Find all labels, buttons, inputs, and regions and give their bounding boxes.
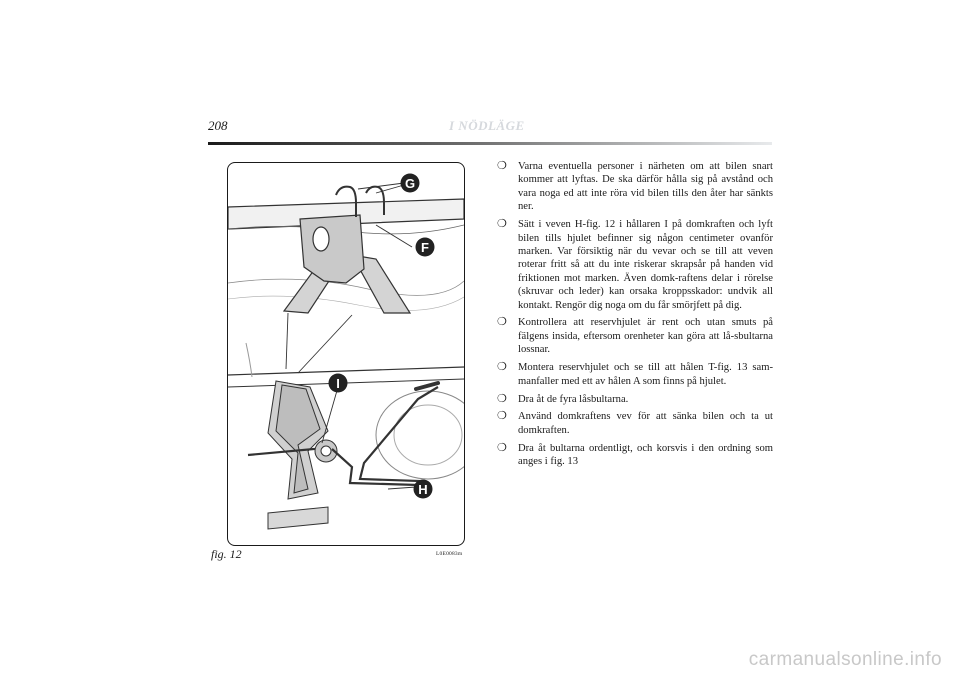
list-item-text: Varna eventuella personer i närheten om … [518,161,773,213]
instruction-list: ❍ Varna eventuella personer i närheten om… [497,160,773,473]
list-item: ❍ Varna eventuella personer i närheten om… [497,160,773,214]
callout-h: H [413,479,433,499]
figure-code: L0E0083m [436,551,463,557]
bullet-marker-icon: ❍ [497,361,507,374]
callout-g-label: G [405,176,415,191]
list-item: ❍ Sätt i veven H-fig. 12 i hållaren I på … [497,218,773,312]
list-item-text: Montera reservhjulet och se till att hål… [518,362,773,387]
bullet-marker-icon: ❍ [497,441,507,454]
list-item: ❍ Kontrollera att reservhjulet är rent oc… [497,316,773,356]
jack-illustration: G F I H [228,173,464,530]
list-item-text: Sätt i veven H-fig. 12 i hållaren I på d… [518,219,773,311]
list-item-text: Använd domkraftens vev för att sänka bil… [518,411,773,436]
figure-caption: fig. 12 [211,547,242,561]
page-number: 208 [208,118,228,133]
callout-g: G [400,173,420,193]
detail-inset [228,182,464,314]
list-item-text: Dra åt de fyra låsbultarna. [518,393,629,405]
callout-f-label: F [421,240,429,255]
callout-i-label: I [336,376,340,391]
list-item: ❍ Använd domkraftens vev för att sänka bi… [497,410,773,437]
callout-h-label: H [418,482,427,497]
callout-i: I [328,373,348,393]
chapter-title: I NÖDLÄGE [449,118,525,133]
list-item: ❍ Dra åt de fyra låsbultarna. [497,393,773,406]
list-item-text: Dra åt bultarna ordentligt, och korsvis … [518,442,773,468]
list-item: ❍ Montera reservhjulet och se till att hå… [497,361,773,388]
bullet-marker-icon: ❍ [497,410,507,423]
bullet-marker-icon: ❍ [497,392,507,405]
bullet-marker-icon: ❍ [497,160,507,172]
main-scene [228,342,464,530]
jack-illustration-frame: G F I H [227,162,465,546]
list-item: ❍ Dra åt bultarna ordentligt, och korsvis… [497,442,773,469]
watermark-link[interactable]: carmanualsonline.info [748,649,942,670]
callout-f: F [415,237,435,257]
list-item-text: Kontrollera att reservhjulet är rent och… [518,317,773,356]
page-header: 208 I NÖDLÄGE [208,118,772,148]
bullet-marker-icon: ❍ [497,316,507,329]
header-rule [208,142,772,145]
bullet-marker-icon: ❍ [497,218,507,231]
